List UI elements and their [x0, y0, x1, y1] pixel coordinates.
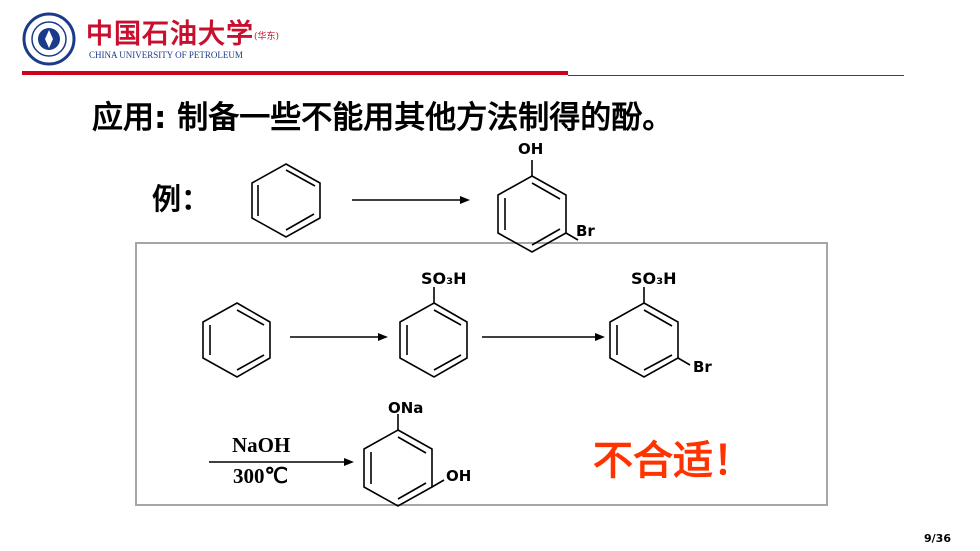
arrowhead-main	[460, 196, 470, 204]
bromo-sulfonic-ring	[609, 287, 691, 378]
target-phenol-ring	[497, 160, 579, 253]
university-seal-icon	[22, 12, 76, 66]
unsuitable-verdict: 不合适！	[593, 438, 753, 484]
arrowhead-step3	[344, 458, 354, 466]
label-so3h-step1: SO₃H	[421, 269, 467, 288]
university-name-cn: 中国石油大学(华东)	[86, 19, 280, 50]
benzene-ring-example	[251, 163, 321, 238]
reagent-temperature: 300℃	[233, 464, 289, 488]
label-br-step2: Br	[693, 358, 712, 376]
slide-heading: 应用: 制备一些不能用其他方法制得的酚。	[92, 100, 674, 136]
label-ona-step3: ONa	[388, 399, 423, 417]
campus-label: (华东)	[254, 32, 280, 42]
label-oh-step3: OH	[446, 467, 471, 485]
label-oh-target: OH	[518, 140, 543, 158]
label-so3h-step2: SO₃H	[631, 269, 677, 288]
arrowhead-step2	[595, 333, 605, 341]
reagent-naoh: NaOH	[232, 433, 291, 457]
benzene-ring-start	[202, 302, 271, 378]
label-br-target: Br	[576, 222, 595, 240]
phenoxide-ring	[363, 414, 445, 507]
university-name-en: CHINA UNIVERSITY OF PETROLEUM	[89, 50, 243, 60]
sulfonic-acid-ring	[399, 287, 468, 378]
header-rule-thick	[22, 71, 568, 75]
header-rule-thin	[568, 75, 904, 76]
arrowhead-step1	[378, 333, 388, 341]
synthesis-route-box	[135, 242, 828, 506]
example-label: 例：	[152, 182, 211, 216]
page-number: 9/36	[924, 532, 951, 545]
